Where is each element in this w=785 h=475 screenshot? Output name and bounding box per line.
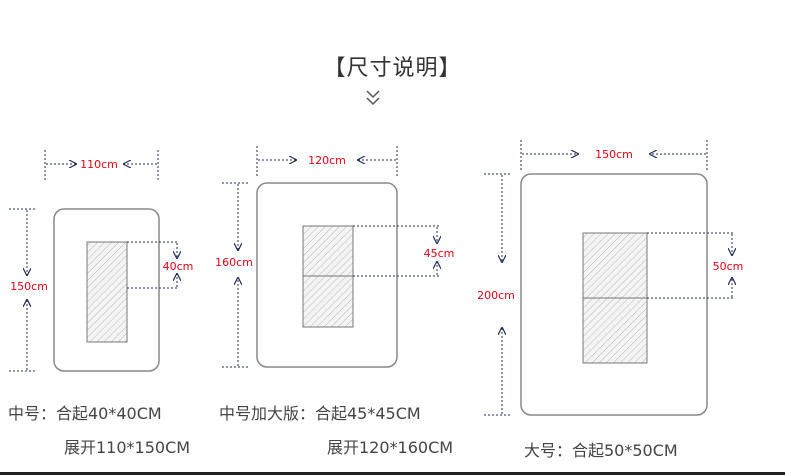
- bottom-divider: [0, 472, 785, 475]
- height-label: 150cm: [10, 280, 48, 293]
- caption-medium-folded: 中号：合起40*40CM: [8, 404, 162, 423]
- diagram-large: 150cm 200cm 50cm: [477, 140, 744, 416]
- fold-label: 50cm: [713, 260, 744, 273]
- width-label: 120cm: [308, 154, 346, 167]
- folded-panel-top: [582, 232, 648, 299]
- folded-panel-bottom: [302, 275, 354, 328]
- height-label: 200cm: [477, 289, 515, 302]
- folded-panel-top: [302, 225, 354, 277]
- width-label: 110cm: [80, 158, 118, 171]
- blanket-outline: [256, 182, 398, 368]
- caption-medium-unfolded: 展开110*150CM: [64, 438, 191, 457]
- diagram-medium-plus: 120cm 160cm 45cm: [215, 146, 455, 368]
- diagram-medium: 110cm 150cm 40cm: [9, 150, 194, 372]
- blanket-outline: [53, 208, 160, 372]
- chevron-down-icon: [366, 90, 380, 106]
- height-label: 160cm: [215, 256, 253, 269]
- folded-panel-bottom: [582, 297, 648, 364]
- page-title: 【尺寸说明】: [323, 56, 462, 81]
- folded-panel: [86, 241, 128, 343]
- fold-label: 40cm: [163, 260, 194, 273]
- caption-medium-plus-unfolded: 展开120*160CM: [327, 438, 454, 457]
- caption-medium-plus-folded: 中号加大版：合起45*45CM: [219, 404, 421, 423]
- blanket-outline: [520, 173, 708, 416]
- width-label: 150cm: [595, 148, 633, 161]
- fold-label: 45cm: [424, 247, 455, 260]
- caption-large-folded: 大号：合起50*50CM: [524, 441, 678, 460]
